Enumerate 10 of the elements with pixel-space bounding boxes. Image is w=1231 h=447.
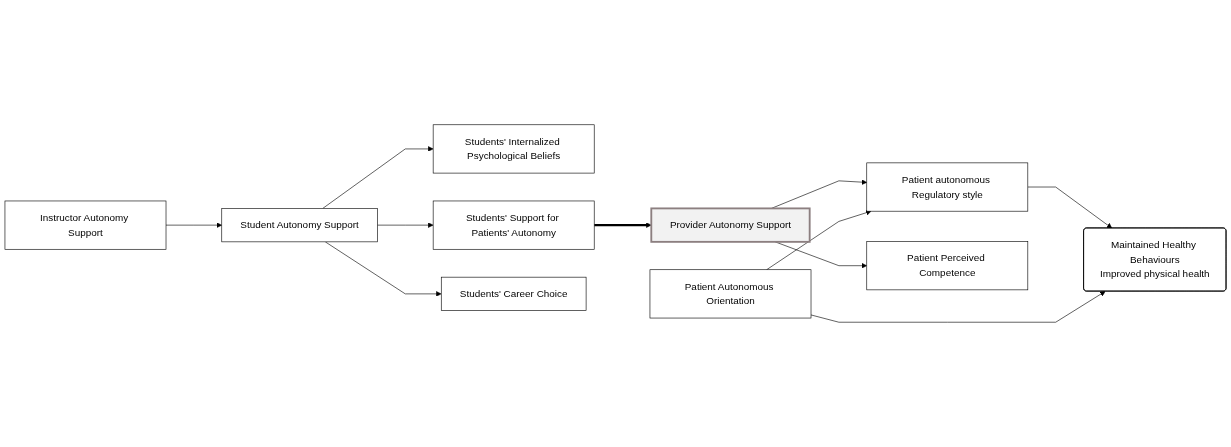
node-box: Student Autonomy Support (221, 208, 378, 243)
node-box: Provider Autonomy Support (650, 207, 811, 243)
node-box: Patient Autonomous Orientation (649, 269, 812, 319)
node-box: Students' Internalized Psychological Beliefs (432, 124, 595, 174)
node-box: Instructor Autonomy Support (4, 200, 167, 250)
node-box: Students' Career Choice (440, 276, 587, 311)
node-box: Patient autonomous Regulatory style (866, 162, 1029, 212)
arrow (594, 222, 652, 228)
node-box: Patient Perceived Competence (866, 241, 1029, 291)
node-box: Students' Support for Patients' Autonomy (432, 200, 595, 250)
